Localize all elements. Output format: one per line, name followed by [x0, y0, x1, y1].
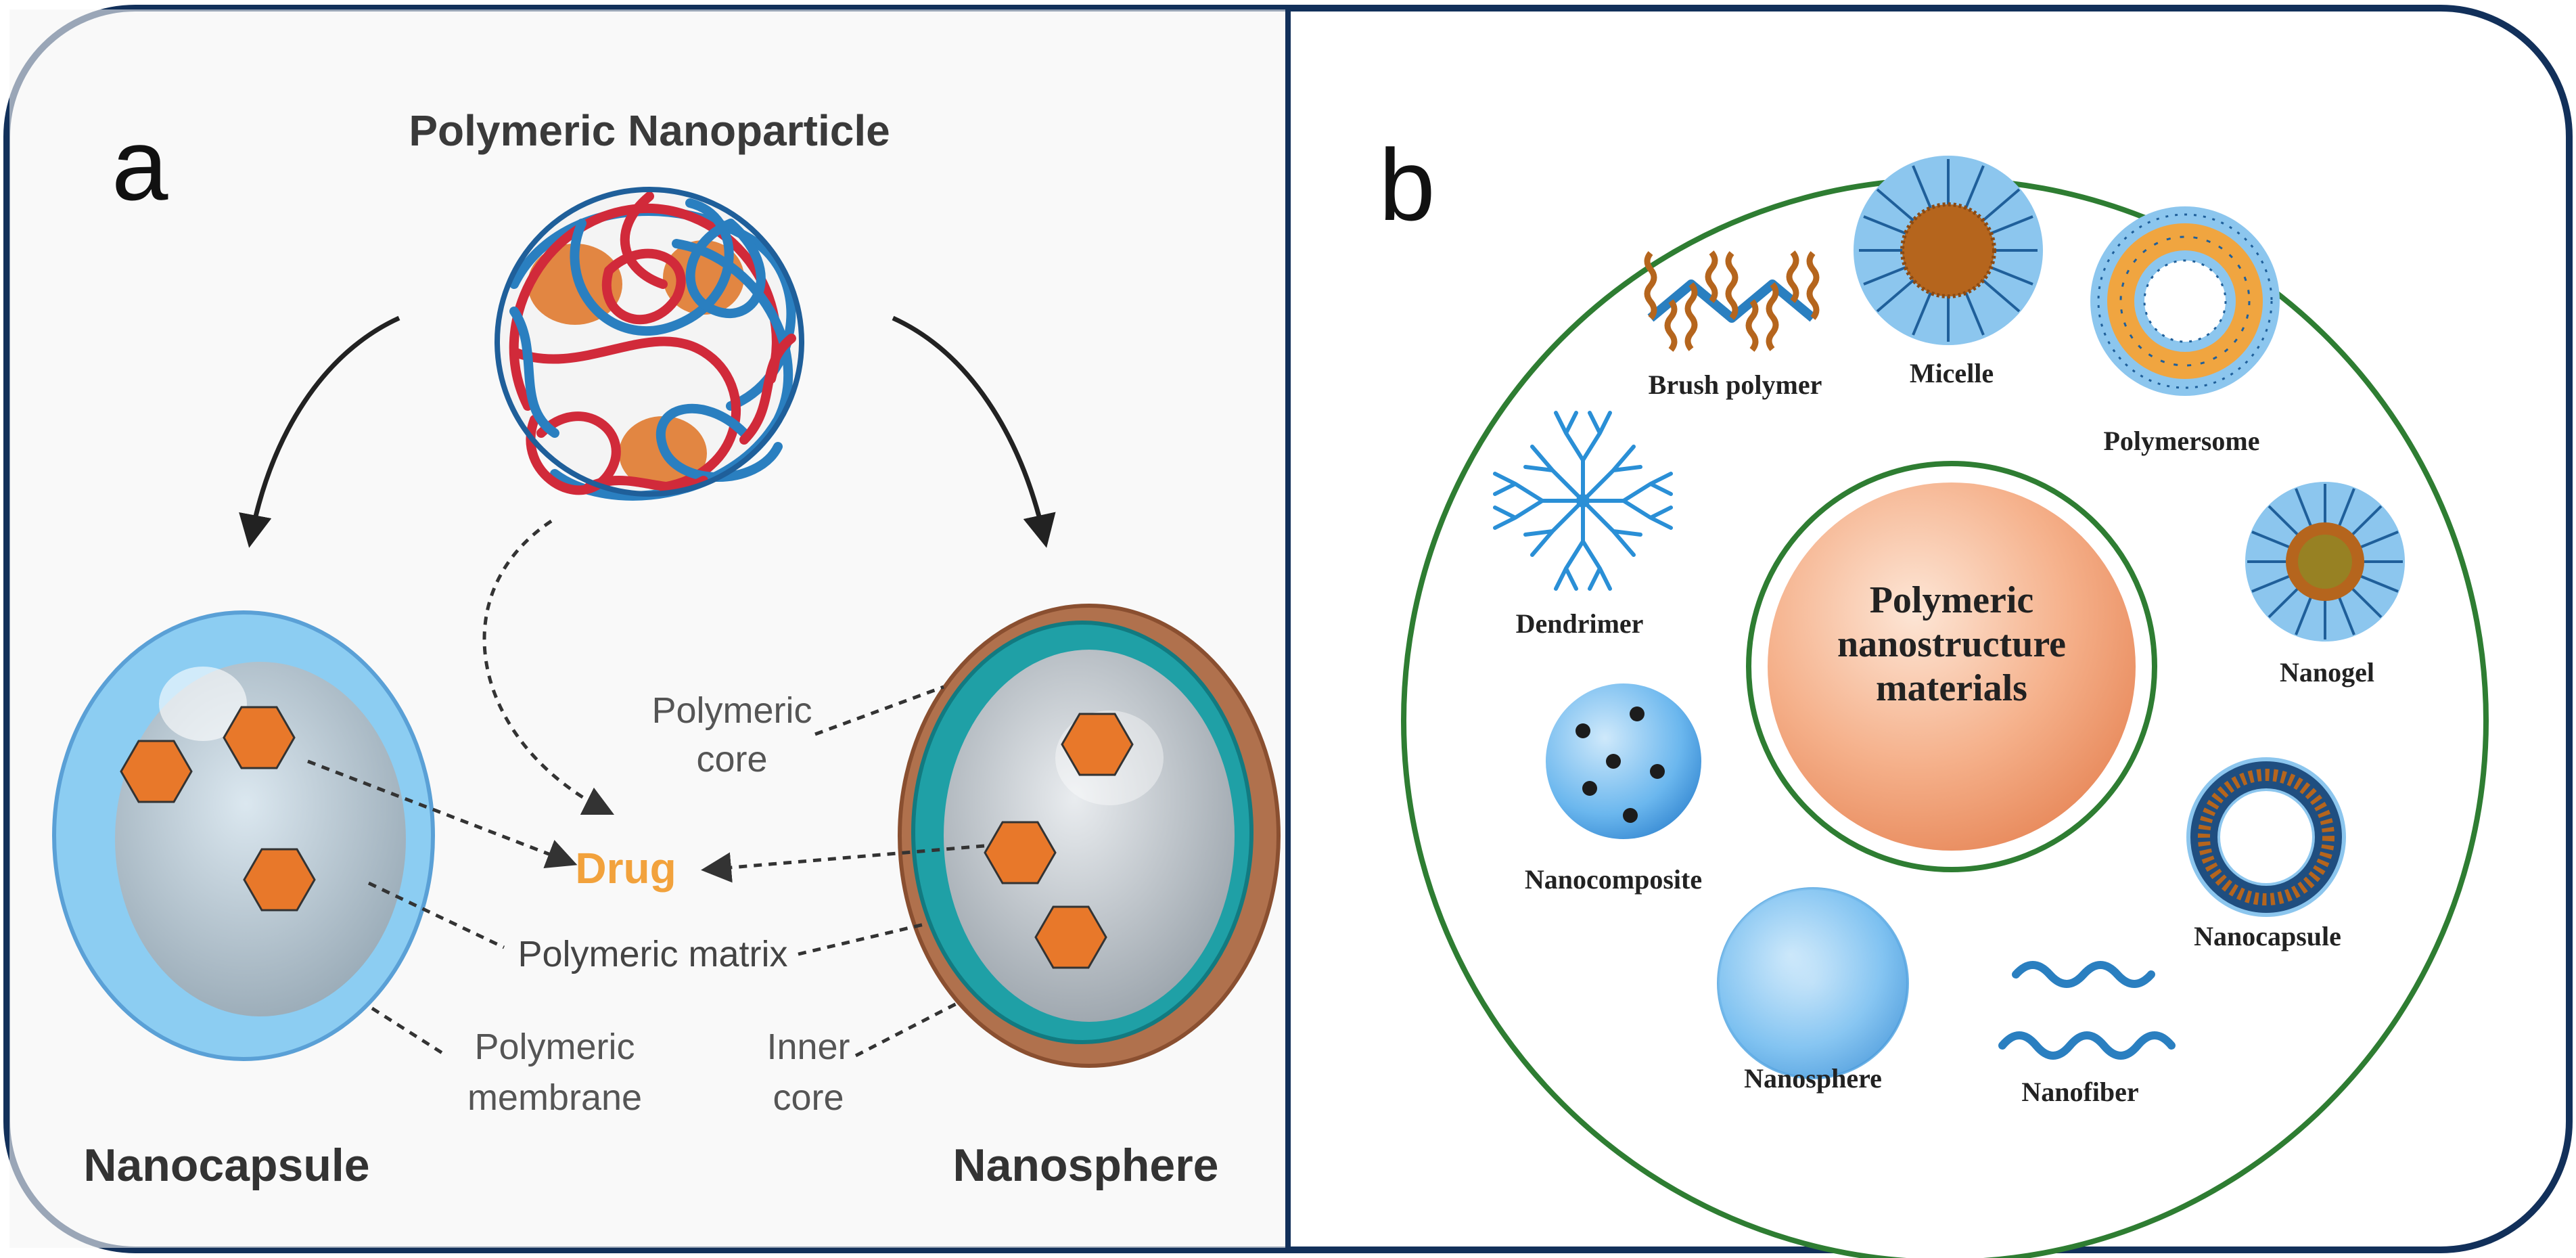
micelle-label: Micelle: [1910, 358, 1994, 388]
nanogel-label: Nanogel: [2280, 657, 2374, 688]
panel-b-letter: b: [1379, 128, 1435, 242]
brush-polymer-label: Brush polymer: [1649, 369, 1822, 400]
pointer-lines: [307, 685, 985, 1058]
brush-polymer-illustration: [1644, 250, 1820, 352]
nanocapsule-b-illustration: [2186, 757, 2346, 917]
center-label-line3: materials: [1876, 667, 2027, 709]
center-sphere: [1768, 482, 2136, 851]
arrow-to-nanocapsule: [239, 315, 400, 548]
nanosphere-b-label: Nanosphere: [1744, 1063, 1882, 1094]
panel-a-title: Polymeric Nanoparticle: [409, 106, 890, 155]
nanocapsule-b-label: Nanocapsule: [2194, 921, 2341, 951]
nanocomposite-illustration: [1546, 683, 1701, 839]
nanosphere-label: Nanosphere: [953, 1140, 1219, 1191]
nanofiber-illustration: [1998, 961, 2176, 1060]
panel-b: b Polymeric nanostructure materials Brus…: [1379, 128, 2489, 1258]
polymeric-core-label-line2: core: [696, 739, 767, 780]
nanosphere-illustration: [898, 604, 1281, 1068]
inner-core-label-line1: Inner: [766, 1027, 850, 1067]
center-label-line1: Polymeric: [1870, 579, 2034, 621]
drug-label: Drug: [575, 844, 676, 893]
dendrimer-illustration: [1493, 411, 1673, 591]
nanocapsule-illustration: [52, 610, 435, 1061]
polymeric-membrane-label-line2: membrane: [467, 1077, 642, 1118]
nanofiber-label: Nanofiber: [2021, 1077, 2138, 1107]
polymeric-core-label-line1: Polymeric: [651, 690, 812, 731]
arrow-to-nanosphere: [892, 315, 1056, 548]
polymeric-membrane-label-line1: Polymeric: [474, 1027, 635, 1067]
polymersome-label: Polymersome: [2103, 426, 2259, 456]
panel-a: a Polymeric Nanoparticle: [52, 106, 1281, 1191]
nanocomposite-label: Nanocomposite: [1525, 864, 1702, 895]
polymeric-matrix-label: Polymeric matrix: [518, 934, 787, 974]
dendrimer-label: Dendrimer: [1516, 608, 1644, 639]
nanosphere-b-illustration: [1717, 887, 1909, 1079]
dotted-arrow-to-drug: [482, 519, 615, 815]
nanocapsule-label: Nanocapsule: [83, 1140, 369, 1191]
center-label-line2: nanostructure: [1837, 623, 2066, 665]
panel-a-letter: a: [112, 108, 168, 221]
polymeric-nanoparticle-illustration: [495, 187, 804, 501]
nanogel-illustration: [2245, 482, 2405, 642]
micelle-illustration: [1854, 156, 2043, 345]
polymersome-illustration: [2090, 206, 2280, 396]
inner-core-label-line2: core: [773, 1077, 844, 1118]
